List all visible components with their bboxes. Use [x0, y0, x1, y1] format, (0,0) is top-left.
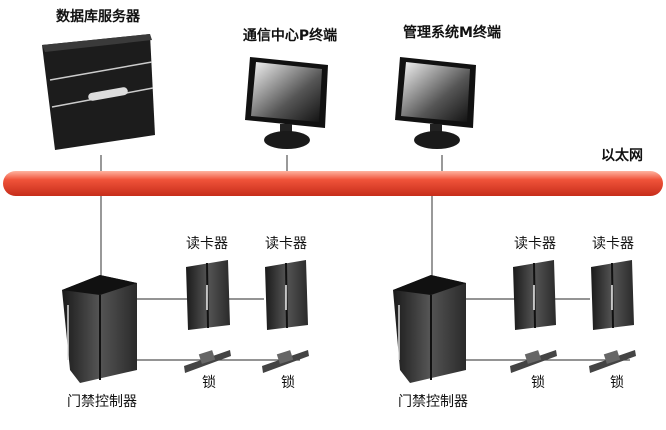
- controller-icon: [393, 275, 466, 383]
- controller-icon: [62, 275, 137, 383]
- ethernet-label: 以太网: [601, 148, 643, 164]
- database-server-label: 数据库服务器: [56, 9, 140, 25]
- controller-label: 门禁控制器: [67, 394, 137, 410]
- card-reader-icon: [186, 260, 230, 330]
- monitor-p-icon: [245, 57, 328, 149]
- lock-label: 锁: [531, 375, 545, 391]
- card-reader-icon: [513, 260, 556, 330]
- card-reader-icon: [265, 260, 308, 330]
- card-reader-icon: [591, 260, 634, 330]
- terminal-m-label: 管理系统M终端: [403, 25, 501, 41]
- card-reader-label: 读卡器: [186, 236, 228, 252]
- lock-label: 锁: [281, 375, 295, 391]
- lock-label: 锁: [202, 375, 216, 391]
- card-reader-label: 读卡器: [514, 236, 556, 252]
- terminal-p-label: 通信中心P终端: [242, 28, 338, 44]
- monitor-m-icon: [395, 57, 476, 149]
- database-server-icon: [42, 34, 155, 150]
- card-reader-label: 读卡器: [592, 236, 634, 252]
- controller-label: 门禁控制器: [398, 394, 468, 410]
- lock-icon: [589, 350, 636, 373]
- card-reader-label: 读卡器: [265, 236, 307, 252]
- lock-icon: [184, 350, 231, 373]
- lock-label: 锁: [610, 375, 624, 391]
- lock-icon: [262, 350, 309, 373]
- ethernet-bus: [3, 171, 663, 196]
- lock-icon: [510, 350, 557, 373]
